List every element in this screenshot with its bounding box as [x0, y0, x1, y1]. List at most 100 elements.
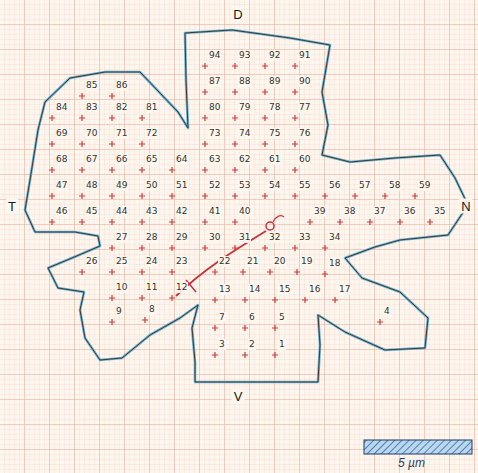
- sample-cross: [232, 245, 238, 251]
- sample-cross: [109, 295, 115, 301]
- sample-cross: [272, 325, 278, 331]
- sample-cross: [367, 219, 373, 225]
- sample-number: 16: [308, 284, 321, 295]
- sample-number: 91: [298, 50, 311, 61]
- sample-number: 46: [55, 206, 68, 217]
- sample-cross: [262, 193, 268, 199]
- sample-cross: [292, 63, 298, 69]
- scale-label: 5 µm: [398, 456, 425, 470]
- sample-number: 34: [328, 232, 341, 243]
- sample-cross: [212, 352, 218, 358]
- sample-cross: [79, 193, 85, 199]
- scale-bar: [364, 440, 472, 454]
- sample-cross: [377, 319, 383, 325]
- sample-number: 49: [115, 180, 128, 191]
- sample-cross: [109, 245, 115, 251]
- sample-cross: [79, 141, 85, 147]
- sample-number: 13: [218, 284, 231, 295]
- sample-number: 60: [298, 154, 311, 165]
- sample-number: 65: [145, 154, 158, 165]
- sample-cross: [294, 269, 300, 275]
- sample-cross: [49, 193, 55, 199]
- sample-cross: [202, 89, 208, 95]
- sample-number: 56: [328, 180, 341, 191]
- sample-number: 57: [358, 180, 371, 191]
- sample-number: 26: [85, 256, 98, 267]
- sample-number: 21: [246, 256, 259, 267]
- sample-number: 45: [85, 206, 98, 217]
- sample-cross: [79, 115, 85, 121]
- sample-number: 62: [238, 154, 251, 165]
- sample-number: 7: [218, 312, 226, 323]
- sample-cross: [262, 245, 268, 251]
- sample-cross: [267, 269, 273, 275]
- sample-crosses: [49, 63, 433, 358]
- sample-cross: [79, 93, 85, 99]
- sample-number: 61: [268, 154, 281, 165]
- sample-number: 29: [175, 232, 188, 243]
- sample-cross: [242, 325, 248, 331]
- red-trace: [176, 231, 266, 296]
- sample-number: 24: [145, 256, 158, 267]
- sample-number: 20: [273, 256, 286, 267]
- sample-number: 58: [388, 180, 401, 191]
- sample-cross: [332, 297, 338, 303]
- sample-cross: [109, 93, 115, 99]
- sample-number: 36: [403, 206, 416, 217]
- sample-number: 92: [268, 50, 281, 61]
- sample-number: 93: [238, 50, 251, 61]
- sample-number: 37: [373, 206, 386, 217]
- sample-cross: [139, 193, 145, 199]
- sample-number: 48: [85, 180, 98, 191]
- sample-number: 66: [115, 154, 128, 165]
- sample-cross: [397, 219, 403, 225]
- direction-label: T: [6, 199, 18, 214]
- sample-number: 74: [238, 128, 251, 139]
- sample-cross: [109, 219, 115, 225]
- sample-number: 25: [115, 256, 128, 267]
- sample-cross: [212, 297, 218, 303]
- sample-cross: [292, 141, 298, 147]
- sample-cross: [202, 193, 208, 199]
- sample-cross: [322, 193, 328, 199]
- sample-number: 78: [268, 102, 281, 113]
- sample-number: 32: [268, 232, 281, 243]
- sample-number: 85: [85, 80, 98, 91]
- sample-cross: [427, 219, 433, 225]
- sample-cross: [202, 63, 208, 69]
- sample-cross: [169, 193, 175, 199]
- sample-number: 9: [115, 306, 123, 317]
- sample-cross: [139, 295, 145, 301]
- sample-number: 1: [278, 339, 286, 350]
- sample-cross: [212, 325, 218, 331]
- sample-cross: [307, 219, 313, 225]
- sample-cross: [322, 271, 328, 277]
- sample-cross: [109, 319, 115, 325]
- sample-number: 90: [298, 76, 311, 87]
- sample-number: 94: [208, 50, 221, 61]
- sample-cross: [262, 115, 268, 121]
- sample-cross: [232, 63, 238, 69]
- sample-cross: [109, 193, 115, 199]
- sample-number: 19: [300, 256, 313, 267]
- sample-number: 12: [175, 282, 188, 293]
- sample-number: 70: [85, 128, 98, 139]
- sample-number: 41: [208, 206, 221, 217]
- sample-number: 17: [338, 284, 351, 295]
- sample-number: 68: [55, 154, 68, 165]
- direction-label: D: [231, 7, 244, 22]
- sample-cross: [79, 219, 85, 225]
- sample-cross: [109, 269, 115, 275]
- sample-cross: [49, 141, 55, 147]
- sample-cross: [232, 219, 238, 225]
- sample-number: 5: [278, 312, 286, 323]
- sample-number: 52: [208, 180, 221, 191]
- sample-cross: [139, 245, 145, 251]
- sample-cross: [202, 245, 208, 251]
- sample-number: 27: [115, 232, 128, 243]
- sample-number: 75: [268, 128, 281, 139]
- sample-cross: [242, 352, 248, 358]
- sample-number: 31: [238, 232, 251, 243]
- retina-outline-tint: [25, 30, 468, 382]
